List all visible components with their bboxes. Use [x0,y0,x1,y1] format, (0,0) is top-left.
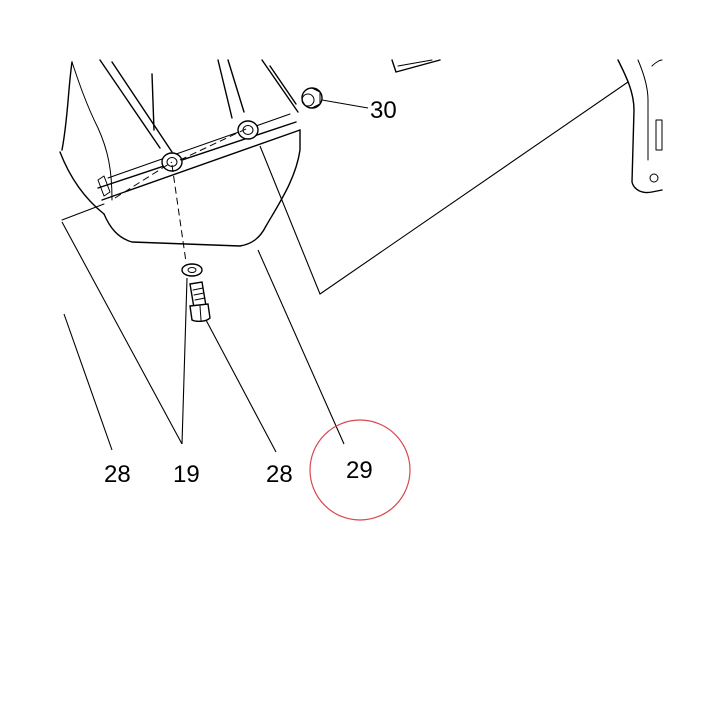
leader-19-b [181,277,188,445]
bolt-part-28 [189,281,211,323]
callout-30: 30 [370,97,397,124]
leader-28-right [205,319,277,453]
callout-28-left: 28 [104,461,131,488]
callout-28-right: 28 [266,461,293,488]
callout-19: 19 [173,461,200,488]
leader-30 [321,99,369,109]
upper-bracket-fragment [391,59,441,73]
housing-part [59,59,301,263]
right-bracket-fragment [617,59,663,194]
highlight-circle [309,419,411,521]
leader-28-left [63,313,113,451]
leader-29 [257,249,345,445]
leader-lines [61,81,629,453]
bushing-part-30 [301,87,323,109]
leader-bracket [259,81,629,295]
callout-29: 29 [346,457,373,484]
washer-part-19 [181,263,203,277]
leader-19-a [61,221,183,445]
